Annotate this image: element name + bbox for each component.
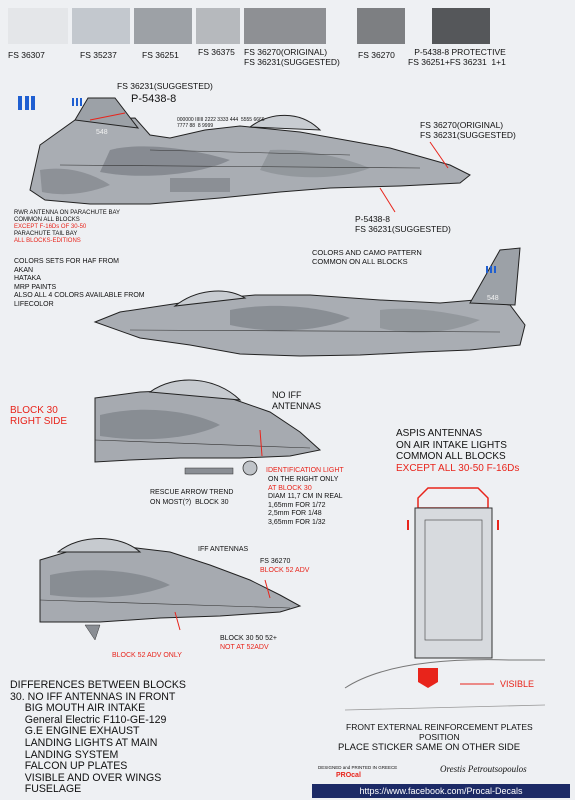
swatch-7 <box>432 8 490 44</box>
differences-line: G.E ENGINE EXHAUST <box>10 725 140 738</box>
block52-forward-fuselage <box>39 538 302 641</box>
swatch-label-6: FS 36270 <box>358 50 395 60</box>
jet1-callout-line-3 <box>379 187 396 213</box>
swatch-label-7: P-5438-8 PROTECTIVE FS 36251+FS 36231 1+… <box>408 47 506 67</box>
credits-designed: DESIGNED and PRINTED IN GREECE <box>318 765 398 770</box>
jet1-profile <box>29 97 471 205</box>
jet1-serial-marks: 000000 IIIIII 2222 3333 444 5555 6666 77… <box>177 117 265 129</box>
jet1-top-callout-2: P-5438-8 <box>131 93 177 105</box>
block30-rescue-arrow: RESCUE ARROW TREND ON MOST(?) BLOCK 30 <box>150 489 234 506</box>
differences-line: BIG MOUTH AIR INTAKE <box>10 702 146 715</box>
block30-forward-fuselage <box>94 379 322 476</box>
differences-line: General Electric F110-GE-129 <box>10 713 167 726</box>
visible-label: VISIBLE <box>500 679 535 689</box>
block52-fs: FS 36270 <box>260 558 291 565</box>
jet1-tail-number: 548 <box>96 129 108 136</box>
intake-front-view <box>407 487 499 659</box>
greek-insignia-left <box>18 96 35 110</box>
credits-brand: PROcal <box>336 772 361 779</box>
block52-only-red: BLOCK 52 ADV ONLY <box>112 652 182 659</box>
camo-note: COLORS AND CAMO PATTERN COMMON ON ALL BL… <box>312 248 422 266</box>
block30-ident-light-red: IDENTIFICATION LIGHT <box>266 467 344 474</box>
differences-line: LANDING SYSTEM <box>10 748 119 761</box>
block52-blocks-red: NOT AT 52ADV <box>220 644 269 651</box>
sticker-note: PLACE STICKER SAME ON OTHER SIDE <box>338 742 521 753</box>
block52-iff: IFF ANTENNAS <box>198 546 249 553</box>
swatch-5 <box>244 8 326 44</box>
block30-title: BLOCK 30 RIGHT SIDE <box>10 405 68 427</box>
block30-ident-light-red-2: AT BLOCK 30 <box>268 485 312 492</box>
swatch-label-2: FS 35237 <box>80 50 117 60</box>
jet1-callout-line-1 <box>89 112 126 121</box>
footer-url[interactable]: https://www.facebook.com/Procal-Decals <box>359 786 523 796</box>
aspis-note: ASPIS ANTENNAS ON AIR INTAKE LIGHTS COMM… <box>396 428 507 462</box>
swatch-1 <box>8 8 68 44</box>
reinforcement-note: FRONT EXTERNAL REINFORCEMENT PLATES POSI… <box>346 722 533 742</box>
block30-ident-light: ON THE RIGHT ONLY <box>268 476 339 483</box>
block52-callout-line-1 <box>174 611 181 631</box>
jet1-bottom-callout: P-5438-8 FS 36231(SUGGESTED) <box>355 214 451 234</box>
swatch-6 <box>357 8 405 44</box>
block30-ident-sizes: DIAM 11,7 CM IN REAL 1,65mm FOR 1/72 2,5… <box>268 493 343 526</box>
block52-callout-line-2 <box>264 579 271 599</box>
paints-note: COLORS SETS FOR HAF FROM AKAN HATAKA MRP… <box>14 258 145 308</box>
swatch-3 <box>134 8 192 44</box>
jet1-rwr-note-red: EXCEPT F-16Ds OF 30-50 <box>14 224 87 230</box>
differences-line: VISIBLE AND OVER WINGS <box>10 771 162 784</box>
block52-fs-red: BLOCK 52 ADV <box>260 567 310 574</box>
swatch-label-3: FS 36251 <box>142 50 179 60</box>
differences-line: 30. NO IFF ANTENNAS IN FRONT <box>10 690 176 703</box>
block30-callout-line <box>259 429 263 457</box>
jet2-profile <box>93 247 526 357</box>
differences-line: FUSELAGE <box>10 783 82 796</box>
block52-blocks: BLOCK 30 50 52+ <box>220 635 278 642</box>
jet2-tail-number: 548 <box>487 295 499 302</box>
jet1-rwr-note-2: PARACHUTE TAIL BAY <box>14 231 78 237</box>
swatch-2 <box>72 8 130 44</box>
differences-line: FALCON UP PLATES <box>10 760 128 773</box>
differences-line: DIFFERENCES BETWEEN BLOCKS <box>10 679 187 691</box>
swatch-4 <box>196 8 240 44</box>
jet1-top-callout-1: FS 36231(SUGGESTED) <box>117 81 213 91</box>
reinforcement-plates-sketch <box>344 659 546 711</box>
block30-no-iff: NO IFF ANTENNAS <box>272 390 322 411</box>
footer-url-bar[interactable]: https://www.facebook.com/Procal-Decals <box>312 784 570 798</box>
jet1-rwr-note-red-2: ALL BLOCKS-EDITIONS <box>14 238 81 244</box>
jet1-right-callout: FS 36270(ORIGINAL) FS 36231(SUGGESTED) <box>420 120 516 140</box>
credits-signature: Orestis Petroutsopoulos <box>440 764 527 774</box>
jet1-rwr-note: RWR ANTENNA ON PARACHUTE BAY COMMON ALL … <box>14 210 121 224</box>
swatch-label-4: FS 36375 <box>198 47 235 57</box>
swatch-label-1: FS 36307 <box>8 50 45 60</box>
differences-line: LANDING LIGHTS AT MAIN <box>10 736 158 749</box>
jet1-callout-line-2 <box>429 141 449 169</box>
differences-list: DIFFERENCES BETWEEN BLOCKS 30. NO IFF AN… <box>10 679 187 796</box>
aspis-note-red: EXCEPT ALL 30-50 F-16Ds <box>396 463 520 474</box>
swatch-label-5: FS 36270(ORIGINAL) FS 36231(SUGGESTED) <box>244 47 340 67</box>
